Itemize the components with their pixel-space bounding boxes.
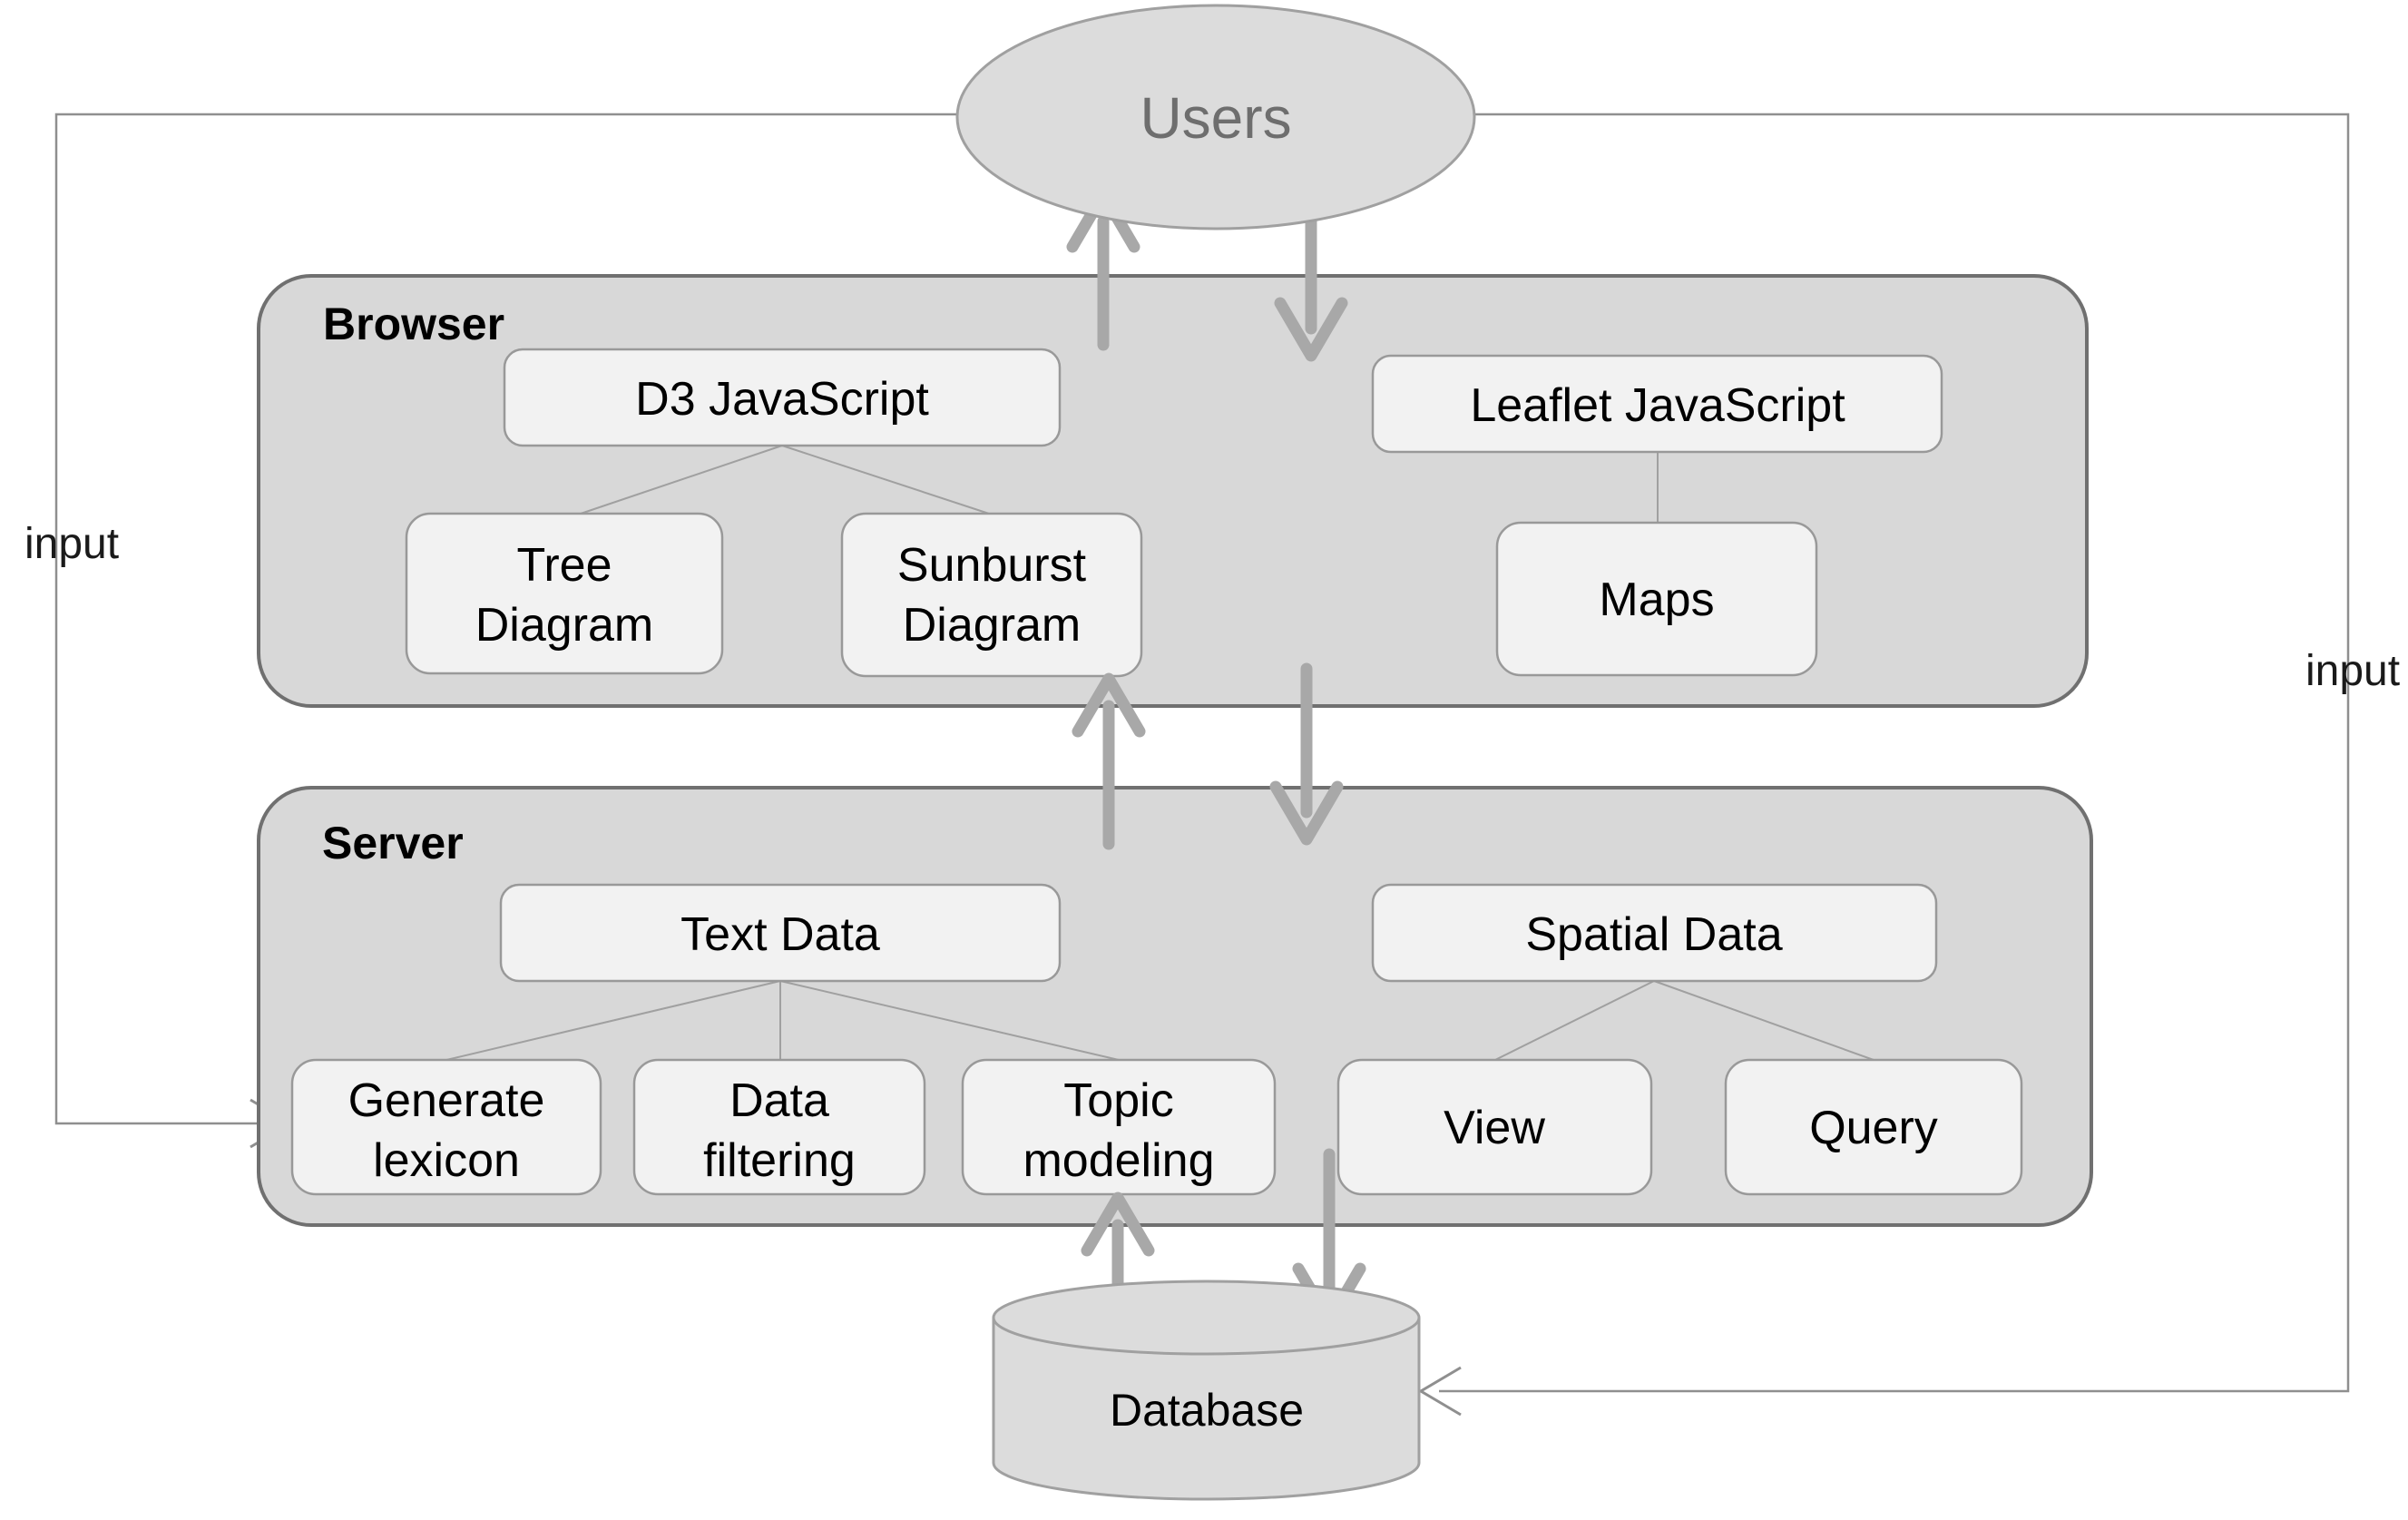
connector-textdata-generate	[445, 980, 781, 1061]
text-data-label: Text Data	[680, 908, 880, 961]
browser-title: Browser	[323, 299, 504, 349]
users-label: Users	[1140, 85, 1291, 151]
arrow-browser-to-server	[1269, 662, 1344, 846]
view-node	[1336, 1058, 1653, 1196]
users-node	[955, 4, 1476, 230]
tree-diagram-node	[405, 512, 724, 675]
data-filtering-label-line1: Data	[729, 1074, 829, 1127]
data-filtering-label-line2: filtering	[703, 1134, 856, 1187]
generate-lexicon-label-line1: Generate	[348, 1074, 545, 1127]
d3-javascript-label: D3 JavaScript	[635, 373, 929, 426]
spatial-data-label: Spatial Data	[1525, 908, 1782, 961]
sunburst-diagram-label-line2: Diagram	[903, 599, 1082, 652]
connector-spatial-query	[1653, 980, 1875, 1061]
query-label: Query	[1809, 1102, 1938, 1154]
input-line-right	[1418, 113, 2350, 1417]
input-label-left: input	[24, 520, 119, 568]
sunburst-diagram-node	[840, 512, 1143, 678]
text-data-node	[499, 883, 1062, 983]
leaflet-javascript-label: Leaflet JavaScript	[1470, 379, 1845, 432]
arrowhead-left-icon	[1418, 1366, 1462, 1417]
query-node	[1724, 1058, 2023, 1196]
input-label-right: input	[2305, 647, 2400, 695]
view-label: View	[1444, 1102, 1545, 1154]
data-filtering-node	[632, 1058, 926, 1196]
database-node: Database	[992, 1280, 1421, 1501]
d3-javascript-node	[503, 348, 1062, 447]
server-title: Server	[322, 818, 464, 868]
tree-diagram-label-line1: Tree	[517, 539, 612, 592]
database-cylinder-body	[992, 1318, 1421, 1501]
connector-textdata-topic	[779, 980, 1120, 1061]
topic-modeling-label-line2: modeling	[1023, 1134, 1214, 1187]
sunburst-diagram-label-line1: Sunburst	[897, 539, 1087, 592]
connector-d3-sunburst	[781, 445, 990, 515]
generate-lexicon-node	[290, 1058, 602, 1196]
tree-diagram-label-line2: Diagram	[475, 599, 654, 652]
maps-node	[1495, 521, 1818, 677]
arrow-up-icon	[1072, 672, 1146, 738]
leaflet-javascript-node	[1371, 354, 1943, 454]
arrow-down-icon	[1274, 297, 1348, 362]
generate-lexicon-label-line2: lexicon	[373, 1134, 520, 1187]
arrow-up-icon	[1081, 1191, 1155, 1257]
maps-label: Maps	[1599, 574, 1714, 626]
database-cylinder-top	[992, 1280, 1421, 1356]
arrow-down-icon	[1269, 780, 1344, 846]
spatial-data-node	[1371, 883, 1938, 983]
connector-d3-tree	[580, 445, 783, 515]
database-label: Database	[1110, 1385, 1304, 1436]
arrow-server-to-browser	[1072, 672, 1146, 850]
connector-spatial-view	[1494, 980, 1655, 1061]
topic-modeling-label-line1: Topic	[1063, 1074, 1173, 1127]
